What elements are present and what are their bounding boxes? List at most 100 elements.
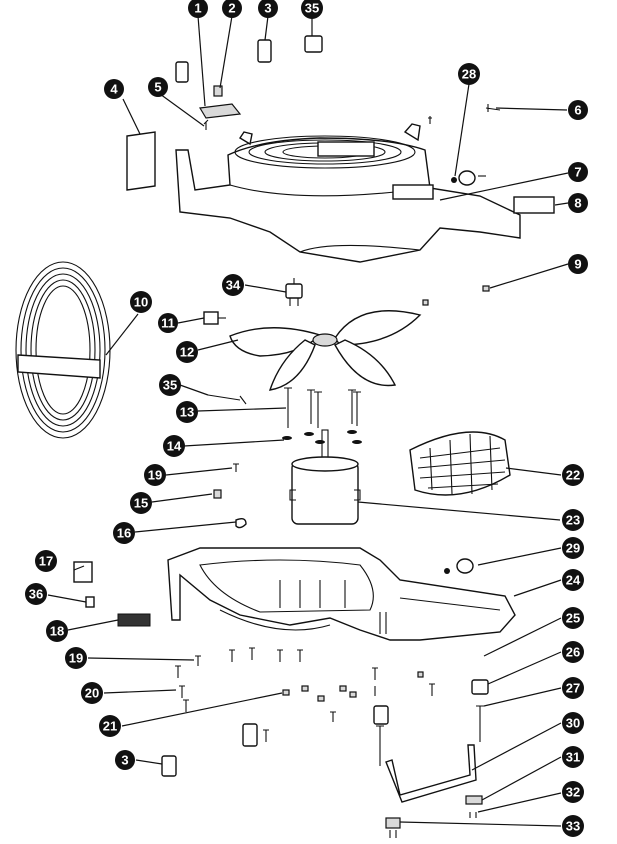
callout-19b-label: 19 xyxy=(69,651,83,666)
part-15-grommet xyxy=(213,489,222,499)
callout-23-label: 23 xyxy=(566,513,580,528)
part-3-spacer-bottom xyxy=(161,755,177,777)
callout-1-label: 1 xyxy=(194,1,201,16)
callout-25-label: 25 xyxy=(566,611,580,626)
part-spacer-right xyxy=(373,705,389,725)
grille-part-22 xyxy=(409,431,511,496)
callout-34: 34 xyxy=(222,274,244,296)
callout-32-label: 32 xyxy=(566,785,580,800)
part-spacer-mid xyxy=(242,723,258,747)
callout-27-label: 27 xyxy=(566,681,580,696)
callout-22-label: 22 xyxy=(566,468,580,483)
callout-26: 26 xyxy=(562,641,584,663)
lower-screws-group xyxy=(175,647,435,742)
screws-part-13 xyxy=(284,387,361,428)
part-30-handle xyxy=(385,744,477,803)
callout-14: 14 xyxy=(163,435,185,457)
part-1-spacer xyxy=(175,61,189,83)
callout-25: 25 xyxy=(562,607,584,629)
callout-11: 11 xyxy=(158,313,178,333)
part-31-clip xyxy=(465,795,483,805)
switch-part-34 xyxy=(285,278,303,306)
lower-housing-part-24 xyxy=(167,547,516,641)
callout-6: 6 xyxy=(568,100,588,120)
callout-1: 1 xyxy=(188,0,208,18)
callout-30: 30 xyxy=(562,712,584,734)
callout-23: 23 xyxy=(562,509,584,531)
callout-24: 24 xyxy=(562,569,584,591)
callout-29-label: 29 xyxy=(566,541,580,556)
callout-17: 17 xyxy=(35,550,57,572)
part-33-bracket xyxy=(385,817,401,829)
callout-31-label: 31 xyxy=(566,750,580,765)
fan-blade-part-12 xyxy=(229,310,422,391)
callout-18: 18 xyxy=(46,620,68,642)
part-26-foot xyxy=(471,679,489,695)
part-16-clip xyxy=(235,517,247,529)
callout-33-label: 33 xyxy=(566,819,580,834)
part-6-screw xyxy=(485,104,501,112)
part-6-screw-small xyxy=(428,116,432,124)
callout-4-label: 4 xyxy=(110,82,118,97)
part-33-screws xyxy=(389,830,397,838)
part-29-knob xyxy=(456,558,474,574)
callout-8: 8 xyxy=(568,193,588,213)
callout-5-label: 5 xyxy=(154,80,161,95)
callout-21: 21 xyxy=(99,715,121,737)
callout-3-label: 3 xyxy=(264,1,271,16)
part-36-label xyxy=(85,596,95,608)
callout-3-bottom: 3 xyxy=(115,750,135,770)
part-8-label xyxy=(513,196,555,214)
callout-21-label: 21 xyxy=(103,719,117,734)
callout-16: 16 xyxy=(113,522,135,544)
callout-5: 5 xyxy=(148,77,168,97)
callout-6-label: 6 xyxy=(574,103,581,118)
cord-wrap-part-10 xyxy=(15,261,111,439)
callout-34-label: 34 xyxy=(226,278,241,293)
part-long-screw xyxy=(376,725,384,766)
callout-10-label: 10 xyxy=(134,295,148,310)
callout-22: 22 xyxy=(562,464,584,486)
callout-35b-label: 35 xyxy=(163,378,177,393)
callout-13-label: 13 xyxy=(180,405,194,420)
callout-28: 28 xyxy=(458,63,480,85)
callout-35-top: 35 xyxy=(301,0,323,19)
knob-part-11 xyxy=(203,311,226,325)
part-35-connector-top xyxy=(304,35,323,53)
callout-28-label: 28 xyxy=(462,67,476,82)
upper-housing-part-7 xyxy=(175,123,521,263)
callout-3b-label: 3 xyxy=(121,753,128,768)
callout-32: 32 xyxy=(562,781,584,803)
callout-35-middle: 35 xyxy=(159,374,181,396)
callout-7: 7 xyxy=(568,162,588,182)
callout-15: 15 xyxy=(130,492,152,514)
callout-11-label: 11 xyxy=(161,316,175,331)
callout-33: 33 xyxy=(562,815,584,837)
callout-14-label: 14 xyxy=(167,439,182,454)
callout-18-label: 18 xyxy=(50,624,64,639)
callout-7-label: 7 xyxy=(574,165,581,180)
callout-20-label: 20 xyxy=(85,686,99,701)
part-19-screw xyxy=(233,463,239,472)
callout-2: 2 xyxy=(222,0,242,18)
callout-36-label: 36 xyxy=(29,587,43,602)
callout-16-label: 16 xyxy=(117,526,131,541)
callout-20: 20 xyxy=(81,682,103,704)
leader-lines xyxy=(47,15,569,827)
callout-10: 10 xyxy=(130,291,152,313)
part-1-plate xyxy=(199,103,242,119)
callout-24-label: 24 xyxy=(566,573,581,588)
callout-12-label: 12 xyxy=(180,345,194,360)
part-2-clip xyxy=(213,85,223,97)
part-4-label xyxy=(126,131,156,191)
clips-part-21 xyxy=(282,671,424,702)
callout-27: 27 xyxy=(562,677,584,699)
callout-2-label: 2 xyxy=(228,1,235,16)
motor-part-23 xyxy=(289,429,361,525)
part-29-dot xyxy=(444,568,450,574)
callout-19-lower: 19 xyxy=(65,647,87,669)
part-nut-small xyxy=(422,299,429,306)
part-35-wire xyxy=(207,394,247,405)
callout-17-label: 17 xyxy=(39,554,53,569)
